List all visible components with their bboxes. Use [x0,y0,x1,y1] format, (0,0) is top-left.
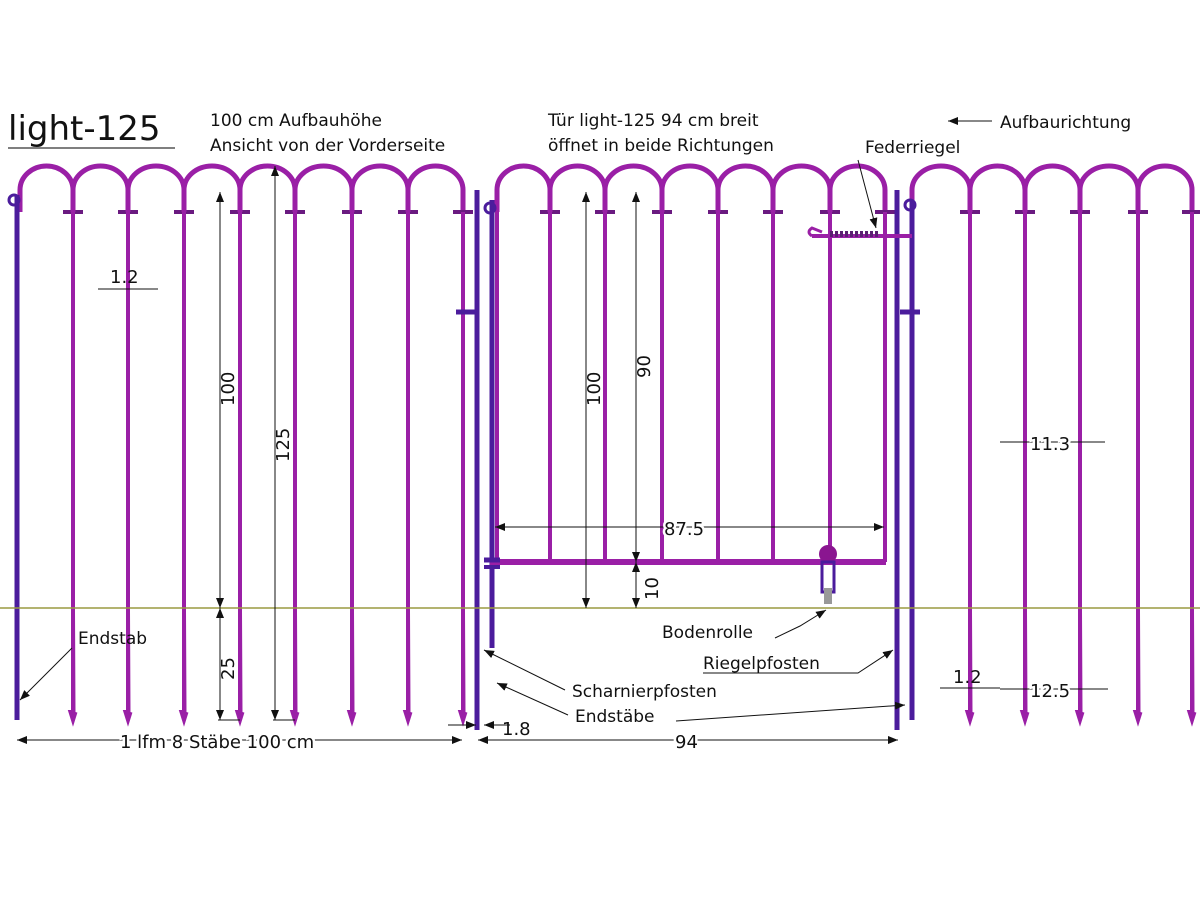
dim-bar-dia-left: 1.2 [110,267,139,288]
gate-arch [494,163,553,212]
fence-bar [402,212,413,727]
label-endstaebe: Endstäbe [575,707,655,727]
dim-total-height: 125 [273,428,294,462]
post-eye [483,201,497,215]
header-gate-1: Tür light-125 94 cm breit [547,111,759,131]
fence-bar [234,212,245,727]
fence-right-arch [967,163,1028,212]
post-eye [7,193,21,207]
dim-gate-inner-width: 87.5 [664,519,704,540]
dim-ground-depth: 25 [218,657,239,680]
gate-arch [659,163,721,212]
gate-arch [547,163,608,212]
fence-right-bar [964,212,975,727]
fence-right-bar [1132,212,1143,727]
label-bodenrolle: Bodenrolle [662,623,753,643]
fence-bars [7,163,1200,730]
fence-right-arch [1135,163,1195,212]
post-eye [903,198,917,212]
direction-label: Aufbaurichtung [1000,113,1131,133]
product-title: light-125 [8,109,161,149]
fence-right-bar [1074,212,1085,727]
fence-arch [237,163,298,212]
label-scharnierpfosten: Scharnierpfosten [572,682,717,702]
gate-arch [770,163,833,212]
gate-arch [715,163,776,212]
label-endstab: Endstab [78,629,147,649]
fence-arch [181,163,243,212]
fence-bar [289,212,300,727]
fence-arch [405,163,466,212]
header-left-2: Ansicht von der Vorderseite [210,136,445,156]
spring-latch [807,226,823,238]
fence-arch [70,163,131,212]
fence-bar [457,212,468,727]
dim-spacing-right-bottom: 12.5 [1030,681,1070,702]
header-left-1: 100 cm Aufbauhöhe [210,111,382,131]
fence-right-bar [1186,212,1197,727]
fence-bar [122,212,133,727]
gate-arch [602,163,665,212]
dim-section-width: 1 lfm 8 Stäbe 100 cm [120,732,314,753]
dim-gap: 1.8 [502,719,531,740]
fence-right-arch [1022,163,1083,212]
fence-right-arch [1077,163,1141,212]
fence-right-arch [909,163,973,212]
label-riegelpfosten: Riegelpfosten [703,654,820,674]
fence-arch [292,163,355,212]
fence-bar [178,212,189,727]
label-federriegel: Federriegel [865,138,960,158]
fence-right-bar [1019,212,1030,727]
dim-gate-frame-height: 90 [634,355,655,378]
dim-spacing-right: 11.3 [1030,434,1070,455]
gate-frame [456,226,920,569]
gate-arch [827,163,888,212]
fence-arch [17,163,76,212]
dim-ground-clearance: 10 [642,577,663,600]
header-gate-2: öffnet in beide Richtungen [548,136,774,156]
fence-arch [349,163,411,212]
dim-gate-width: 94 [675,732,698,753]
fence-bar [346,212,357,727]
floor-roller [819,545,837,604]
dim-height-above: 100 [218,372,239,406]
fence-arch [125,163,187,212]
dim-bar-dia-right: 1.2 [953,667,982,688]
dim-gate-height: 100 [584,372,605,406]
fence-bar [67,212,78,727]
